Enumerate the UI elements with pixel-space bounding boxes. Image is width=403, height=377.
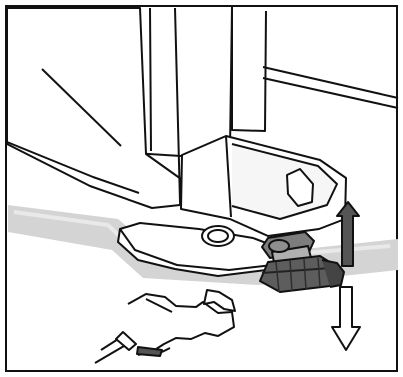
appliance-adjustment-illustration [0, 0, 403, 377]
illustration-frame [0, 0, 403, 377]
